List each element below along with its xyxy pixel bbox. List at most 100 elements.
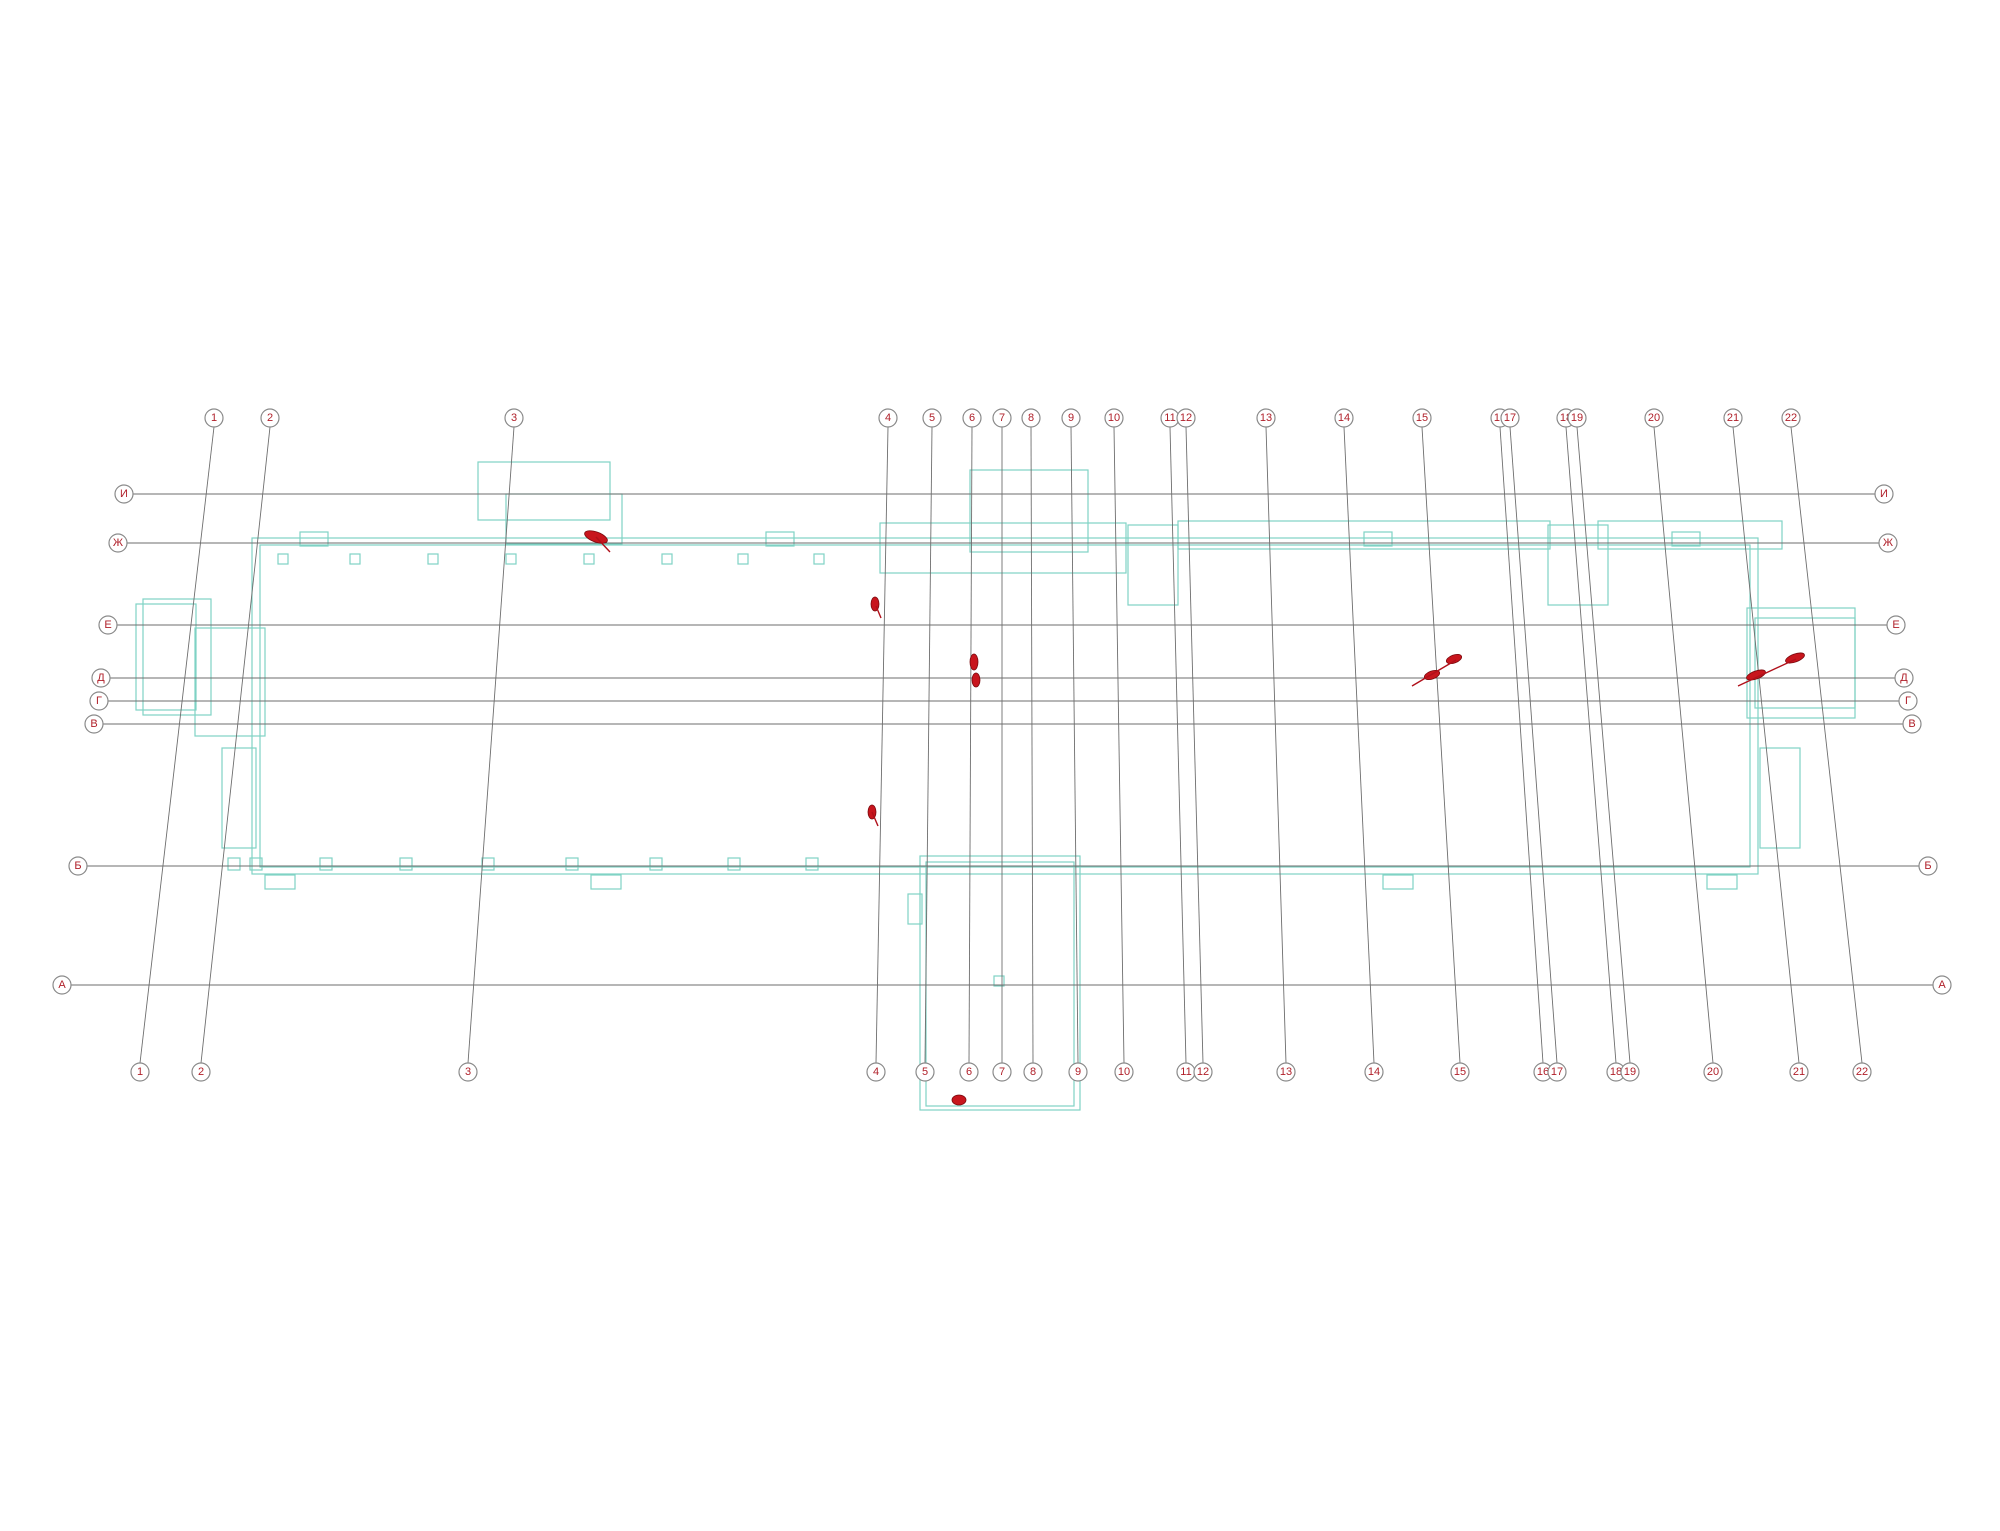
axis-bubble-top-3: 3 [504,408,524,428]
axis-bubble-right-ax-V-label: В [1908,718,1915,730]
axis-bubble-bottom-12-label: 12 [1197,1066,1209,1078]
axis-bubble-top-21-label: 21 [1727,412,1739,424]
axis-bubble-top-8: 8 [1021,408,1041,428]
axis-line-15 [1421,426,1461,1064]
axis-line-17 [1509,426,1558,1064]
axis-bubble-right-ax-A-label: А [1938,979,1946,991]
axis-bubble-bottom-1-circle [130,1062,150,1082]
axis-bubble-bottom-13: 13 [1276,1062,1296,1082]
axis-line-10 [1113,426,1125,1064]
wall-outline [1759,747,1801,849]
axis-bubble-right-ax-I-circle [1874,484,1894,504]
axis-bubble-bottom-16-label: 16 [1537,1066,1549,1078]
axis-bubble-right-ax-G-label: Г [1905,695,1911,707]
axis-bubble-bottom-13-circle [1276,1062,1296,1082]
axis-bubble-left-ax-A-label: А [58,979,66,991]
axis-line-19 [1576,426,1631,1064]
axis-bubble-bottom-19-circle [1620,1062,1640,1082]
axis-bubble-right-ax-G-circle [1898,691,1918,711]
axis-bubble-top-2-circle [260,408,280,428]
axis-bubble-top-9-label: 9 [1068,412,1074,424]
axis-bubble-bottom-15-circle [1450,1062,1470,1082]
axis-bubble-top-6: 6 [962,408,982,428]
grid-axis-lines [71,426,1933,1064]
axis-bubble-top-5: 5 [922,408,942,428]
axis-bubble-bottom-6-circle [959,1062,979,1082]
axis-bubble-top-1-label: 1 [211,412,217,424]
axis-bubble-right-ax-D-circle [1894,668,1914,688]
axis-bubble-bottom-14-label: 14 [1368,1066,1380,1078]
axis-bubble-right-ax-B: Б [1918,856,1938,876]
axis-line-14 [1343,426,1375,1064]
axis-bubble-top-6-label: 6 [969,412,975,424]
axis-bubble-top-12-circle [1176,408,1196,428]
axis-line-22 [1790,426,1863,1064]
axis-bubble-top-20-circle [1644,408,1664,428]
axis-bubble-bottom-19: 19 [1620,1062,1640,1082]
marker [969,653,979,671]
wall-outline [399,857,413,871]
wall-outline [649,857,663,871]
axis-bubble-bottom-19-label: 19 [1624,1066,1636,1078]
marker-line [875,605,882,619]
axis-bubble-left-ax-A-circle [52,975,72,995]
axis-bubble-left-ax-D: Д [91,668,111,688]
axis-bubble-top-20: 20 [1644,408,1664,428]
marker-line [595,536,611,553]
marker [1746,669,1766,681]
axis-bubble-left-ax-V-circle [84,714,104,734]
axis-bubble-bottom-10-circle [1114,1062,1134,1082]
axis-bubble-bottom-22-circle [1852,1062,1872,1082]
axis-bubble-bottom-2-circle [191,1062,211,1082]
axis-bubble-top-21-circle [1723,408,1743,428]
axis-bubble-right-ax-V: В [1902,714,1922,734]
wall-outline [264,874,296,890]
axis-bubble-bottom-12: 12 [1193,1062,1213,1082]
axis-bubble-bottom-2: 2 [191,1062,211,1082]
wall-outline [765,531,795,547]
marker-line [1411,659,1457,687]
axis-bubble-left-ax-G-circle [89,691,109,711]
marker [951,1094,967,1106]
axis-bubble-left-ax-G: Г [89,691,109,711]
axis-bubble-bottom-10: 10 [1114,1062,1134,1082]
wall-outline [299,531,329,547]
wall-outline [477,461,611,521]
wall-outline [481,857,495,871]
axis-line-16 [1499,426,1544,1064]
axis-line-5 [924,426,933,1064]
axis-bubble-bottom-14-circle [1364,1062,1384,1082]
axis-bubble-top-17-circle [1500,408,1520,428]
axis-bubble-top-21: 21 [1723,408,1743,428]
axis-bubble-top-13-circle [1256,408,1276,428]
axis-bubble-right-ax-D-label: Д [1900,672,1908,684]
axis-bubble-top-14: 14 [1334,408,1354,428]
wall-outline [993,975,1005,987]
axis-bubble-right-ax-E: Е [1886,615,1906,635]
marker-line [871,811,879,827]
axis-bubble-bottom-3-circle [458,1062,478,1082]
axis-bubble-right-ax-V-circle [1902,714,1922,734]
red-markers [584,530,1805,1106]
axis-bubble-top-8-circle [1021,408,1041,428]
axis-bubble-bottom-6-label: 6 [966,1066,972,1078]
axis-bubble-left-ax-Zh: Ж [108,533,128,553]
axis-bubble-bottom-1-label: 1 [137,1066,143,1078]
axis-bubble-bottom-21-label: 21 [1793,1066,1805,1078]
axis-bubble-bottom-8: 8 [1023,1062,1043,1082]
axis-line-18 [1565,426,1617,1064]
axis-bubble-left-ax-I-label: И [120,488,128,500]
axis-bubble-bottom-18-label: 18 [1610,1066,1622,1078]
axis-bubble-bottom-11-label: 11 [1180,1066,1191,1078]
wall-outline [194,627,266,737]
wall-outline [590,874,622,890]
wall-outline [319,857,333,871]
axis-bubble-top-6-circle [962,408,982,428]
wall-outline [879,522,1127,574]
axis-bubble-bottom-13-label: 13 [1280,1066,1292,1078]
axis-line-1 [139,426,215,1064]
axis-line-6 [968,426,973,1064]
axis-bubble-top-3-label: 3 [511,412,517,424]
axis-bubble-bottom-10-label: 10 [1118,1066,1130,1078]
